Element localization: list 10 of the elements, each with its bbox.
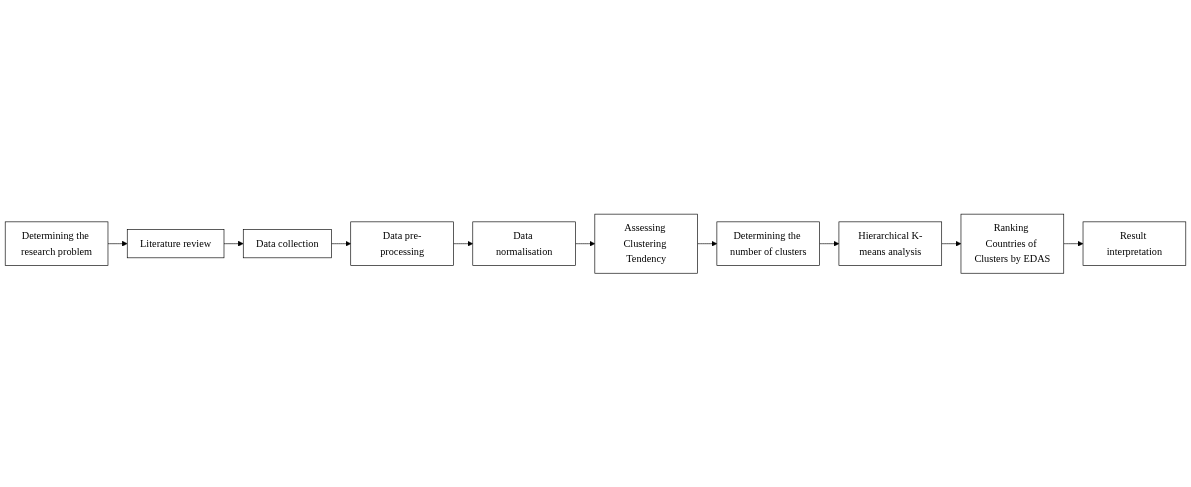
node-box: Hierarchical K-means analysis (838, 221, 943, 266)
node-box: Data collection (242, 229, 332, 258)
node-box: Literature review (126, 229, 225, 258)
node-box: Assessing Clustering Tendency (594, 213, 698, 274)
node-box: Result interpretation (1082, 221, 1187, 266)
node-box: Ranking Countries of Clusters by EDAS (960, 213, 1065, 274)
node-box: Data pre-processing (350, 221, 454, 266)
node-box: Determining the research problem (4, 221, 109, 266)
node-box: Data normalisation (472, 221, 576, 266)
node-box: Determining the number of clusters (716, 221, 820, 266)
